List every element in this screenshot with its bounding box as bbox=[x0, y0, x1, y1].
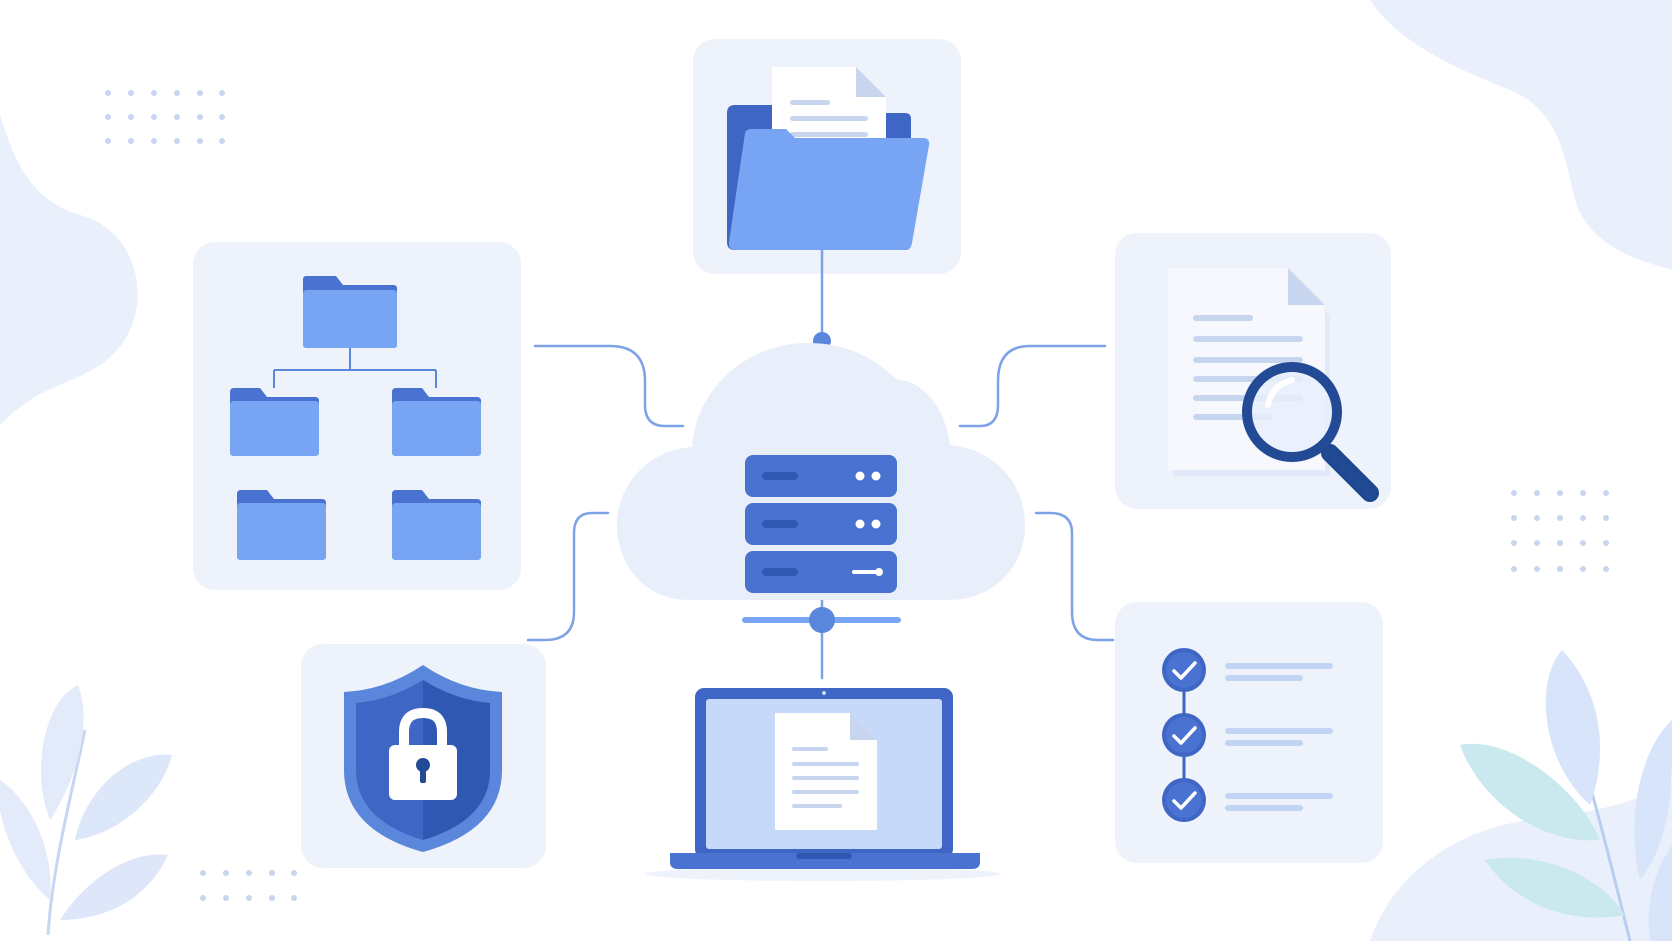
folder-child-1-icon bbox=[230, 388, 319, 456]
dot-grid-right bbox=[1511, 490, 1609, 572]
folder-child-4-icon bbox=[392, 490, 481, 560]
folder-document-icon bbox=[727, 67, 930, 250]
plant-leaves-left-icon bbox=[0, 685, 172, 936]
laptop-document bbox=[775, 713, 877, 830]
background-blob-left bbox=[0, 115, 138, 425]
dot-grid-bottom-left bbox=[200, 870, 297, 901]
padlock-icon bbox=[389, 707, 457, 800]
folder-hierarchy-icon bbox=[230, 276, 481, 560]
connector-right bbox=[958, 344, 1107, 428]
connector-bottom-right bbox=[1034, 511, 1115, 642]
magnifier-icon bbox=[1242, 362, 1379, 502]
security-shield-lock-icon bbox=[344, 665, 502, 852]
server-unit-3 bbox=[745, 551, 897, 593]
server-hub-node bbox=[809, 607, 835, 633]
checklist-icon bbox=[1162, 648, 1333, 822]
checklist-item-3 bbox=[1162, 778, 1333, 822]
server-unit-1 bbox=[745, 455, 897, 497]
connector-bottom-left bbox=[526, 511, 610, 642]
cloud-server-icon bbox=[617, 342, 1025, 633]
connector-left bbox=[533, 344, 685, 428]
document-search-icon bbox=[1168, 268, 1379, 502]
dot-grid-top-left bbox=[105, 90, 225, 144]
background-blob-top-right bbox=[1370, 0, 1672, 270]
server-unit-2 bbox=[745, 503, 897, 545]
checklist-item-1 bbox=[1162, 648, 1333, 692]
checklist-item-2 bbox=[1162, 713, 1333, 757]
folder-child-3-icon bbox=[237, 490, 326, 560]
laptop-document-icon bbox=[645, 688, 1001, 881]
folder-child-2-icon bbox=[392, 388, 481, 456]
folder-root-icon bbox=[303, 276, 397, 348]
server-stack-icon bbox=[745, 455, 897, 633]
plant-leaves-right-icon bbox=[1460, 650, 1672, 941]
laptop-base bbox=[670, 853, 980, 869]
